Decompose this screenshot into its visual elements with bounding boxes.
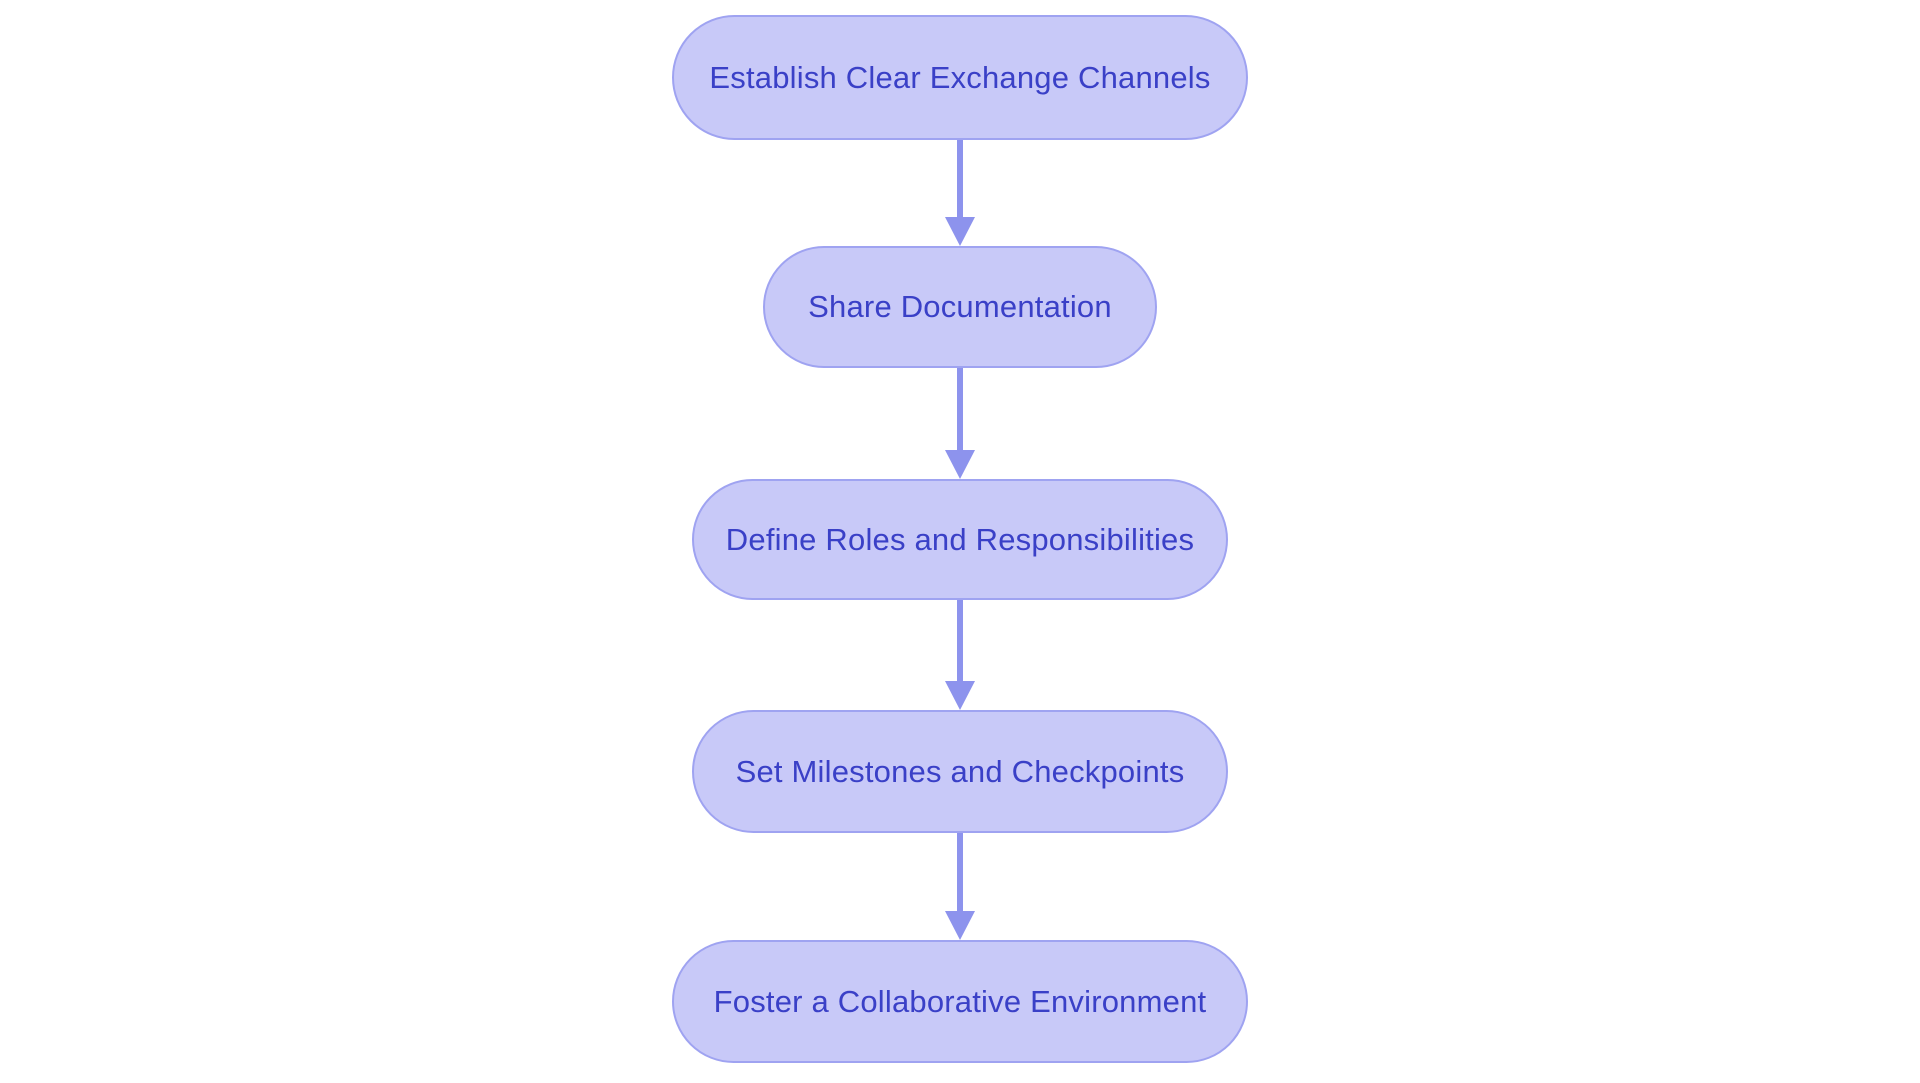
connector-line-4-5 <box>957 833 963 911</box>
connector-line-1-2 <box>957 140 963 217</box>
connector-line-3-4 <box>957 600 963 681</box>
node-label: Foster a Collaborative Environment <box>713 983 1207 1019</box>
node-label: Define Roles and Responsibilities <box>725 521 1195 557</box>
connector-line-2-3 <box>957 368 963 450</box>
arrow-down-icon <box>945 217 975 246</box>
node-foster-a-collaborative-environment: Foster a Collaborative Environment <box>672 940 1248 1063</box>
node-label: Share Documentation <box>808 289 1112 324</box>
node-define-roles-and-responsibilities: Define Roles and Responsibilities <box>692 479 1228 600</box>
arrow-down-icon <box>945 911 975 940</box>
node-label: Set Milestones and Checkpoints <box>735 753 1185 789</box>
arrow-down-icon <box>945 450 975 479</box>
node-establish-clear-exchange-channels: Establish Clear Exchange Channels <box>672 15 1248 140</box>
arrow-down-icon <box>945 681 975 710</box>
node-share-documentation: Share Documentation <box>763 246 1157 368</box>
node-label: Establish Clear Exchange Channels <box>709 59 1211 95</box>
node-set-milestones-and-checkpoints: Set Milestones and Checkpoints <box>692 710 1228 833</box>
